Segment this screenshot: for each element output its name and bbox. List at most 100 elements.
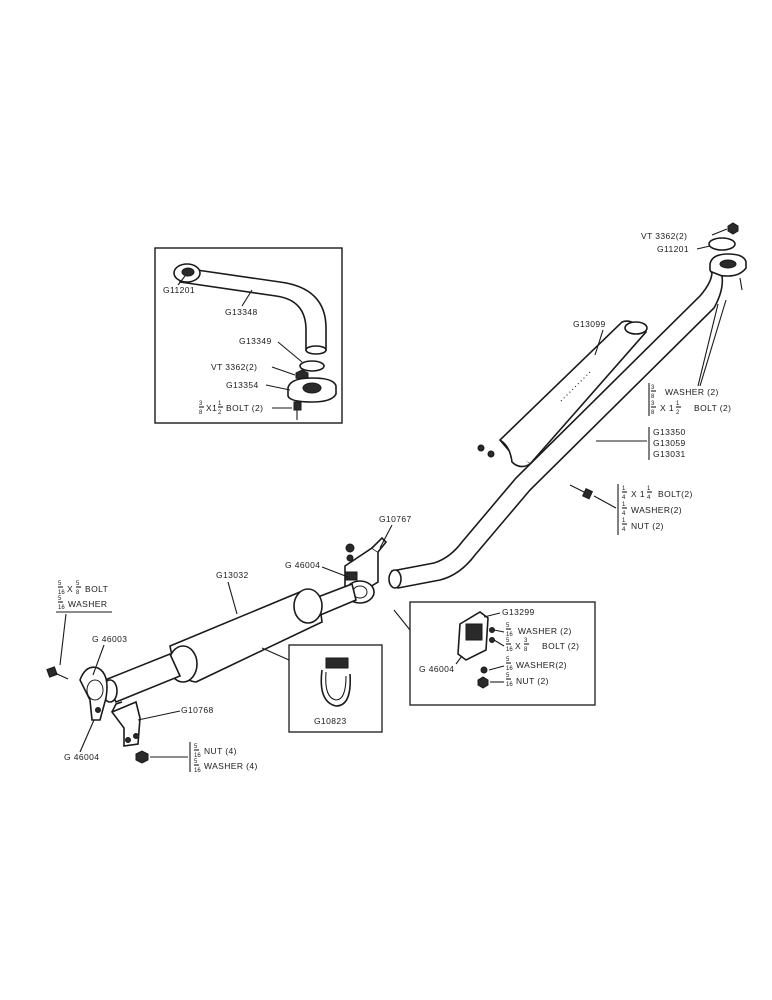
label-g13348: G13348 xyxy=(225,307,258,317)
bolt-left xyxy=(46,666,69,680)
label-nut-right: NUT (2) xyxy=(631,521,664,531)
elbow-pipe-g13348 xyxy=(179,267,327,355)
svg-text:2: 2 xyxy=(218,410,222,416)
label-group-bolt-left: 516 X 58 BOLT 516 WASHER xyxy=(56,581,112,613)
clamp-g13299 xyxy=(457,611,495,689)
label-group-bolt-right: 14 X 1 14 BOLT(2) 14 WASHER(2) 14 NUT (2… xyxy=(617,484,693,535)
svg-text:X: X xyxy=(515,641,521,651)
label-group-nut-washer-bottom: 516 NUT (4) 516 WASHER (4) xyxy=(189,742,257,774)
label-g13099: G13099 xyxy=(573,319,606,329)
svg-text:1: 1 xyxy=(622,486,626,492)
nut-vt3362-top xyxy=(727,222,739,235)
svg-text:2: 2 xyxy=(676,410,680,416)
svg-text:16: 16 xyxy=(506,647,513,653)
svg-text:3: 3 xyxy=(651,401,655,407)
label-nut-bottom: NUT (4) xyxy=(204,746,237,756)
svg-text:1: 1 xyxy=(622,502,626,508)
bracket-g10768 xyxy=(110,700,141,747)
flange-g11201-inset xyxy=(173,263,201,283)
svg-text:5: 5 xyxy=(58,581,62,587)
label-g10767: G10767 xyxy=(379,514,412,524)
label-bolt-left: BOLT xyxy=(85,584,108,594)
label-g10768: G10768 xyxy=(181,705,214,715)
label-washer-clamp2: WASHER(2) xyxy=(516,660,567,670)
svg-text:5: 5 xyxy=(58,596,62,602)
label-washer-left: WASHER xyxy=(68,599,107,609)
svg-text:8: 8 xyxy=(651,410,655,416)
svg-text:X: X xyxy=(67,584,73,594)
svg-text:5: 5 xyxy=(506,623,510,629)
label-g10823: G10823 xyxy=(314,716,347,726)
svg-text:5: 5 xyxy=(76,581,80,587)
label-group-clamp-washer-nut: 516 WASHER(2) 516 NUT (2) xyxy=(506,657,567,688)
svg-text:3: 3 xyxy=(524,638,528,644)
label-nut-clamp: NUT (2) xyxy=(516,676,549,686)
svg-text:8: 8 xyxy=(524,647,528,653)
label-g13032: G13032 xyxy=(216,570,249,580)
svg-text:16: 16 xyxy=(506,666,513,672)
svg-text:X 1: X 1 xyxy=(631,489,645,499)
muffler-g13032 xyxy=(102,582,357,704)
svg-text:8: 8 xyxy=(199,410,203,416)
bolt-right xyxy=(569,484,594,500)
label-g46003: G 46003 xyxy=(92,634,127,644)
nut-bottom xyxy=(135,750,149,764)
label-bolt-inset-text: BOLT (2) xyxy=(226,403,263,413)
svg-text:3: 3 xyxy=(651,385,655,391)
flange-g13354 xyxy=(287,377,337,403)
label-g46004-left: G 46004 xyxy=(64,752,99,762)
svg-text:1: 1 xyxy=(622,518,626,524)
svg-text:16: 16 xyxy=(194,753,201,759)
detail-box-g10823 xyxy=(288,644,383,733)
label-washer-right: WASHER(2) xyxy=(631,505,682,515)
label-bolt-clamp: BOLT (2) xyxy=(542,641,579,651)
label-group-pipe-numbers: G13350 G13059 G13031 xyxy=(648,427,686,460)
label-g13031: G13031 xyxy=(653,449,686,459)
exhaust-pipe-g13350 xyxy=(388,270,724,589)
label-g13350: G13350 xyxy=(653,427,686,437)
label-g46004-center: G 46004 xyxy=(285,560,320,570)
label-g13059: G13059 xyxy=(653,438,686,448)
label-washer-clamp: WASHER (2) xyxy=(518,626,572,636)
label-g11201-top: G11201 xyxy=(657,244,689,254)
svg-text:16: 16 xyxy=(506,632,513,638)
svg-text:X 1: X 1 xyxy=(660,403,674,413)
svg-text:16: 16 xyxy=(58,590,65,596)
svg-text:5: 5 xyxy=(506,638,510,644)
svg-text:4: 4 xyxy=(647,495,651,501)
bolt-flange-top xyxy=(739,277,743,291)
label-group-washer-bolt-top: 38 WASHER (2) 38 X 1 12 BOLT (2) xyxy=(648,383,731,416)
label-bolt-top: BOLT (2) xyxy=(694,403,731,413)
label-g46004-clamp: G 46004 xyxy=(419,664,454,674)
detail-box-g13299 xyxy=(409,601,596,706)
svg-text:5: 5 xyxy=(506,657,510,663)
inset-box-elbow xyxy=(154,247,343,424)
label-g13349: G13349 xyxy=(239,336,272,346)
clamp-g46003 xyxy=(79,666,108,721)
gasket-g11201-top xyxy=(708,237,736,251)
svg-text:5: 5 xyxy=(194,744,198,750)
bolt-inset xyxy=(293,401,302,420)
svg-text:1: 1 xyxy=(647,486,651,492)
label-g13354: G13354 xyxy=(226,380,259,390)
label-bolt-right: BOLT(2) xyxy=(658,489,693,499)
svg-text:16: 16 xyxy=(506,682,513,688)
label-vt3362-inset: VT 3362(2) xyxy=(211,362,257,372)
svg-text:16: 16 xyxy=(58,605,65,611)
gasket-g13349 xyxy=(299,360,325,372)
svg-text:8: 8 xyxy=(651,394,655,400)
svg-text:3: 3 xyxy=(199,401,203,407)
heat-shield-g13099 xyxy=(498,320,648,468)
clamp-g10823 xyxy=(320,657,352,707)
svg-text:5: 5 xyxy=(506,673,510,679)
label-g11201-inset: G11201 xyxy=(163,285,195,295)
label-bolt-inset: 38 X1 12 BOLT (2) xyxy=(199,401,263,416)
svg-text:4: 4 xyxy=(622,511,626,517)
svg-text:8: 8 xyxy=(76,590,80,596)
label-g13299: G13299 xyxy=(502,607,535,617)
flange-top xyxy=(709,253,747,277)
svg-text:1: 1 xyxy=(676,401,680,407)
label-vt3362-top: VT 3362(2) xyxy=(641,231,687,241)
label-washer-top: WASHER (2) xyxy=(665,387,719,397)
